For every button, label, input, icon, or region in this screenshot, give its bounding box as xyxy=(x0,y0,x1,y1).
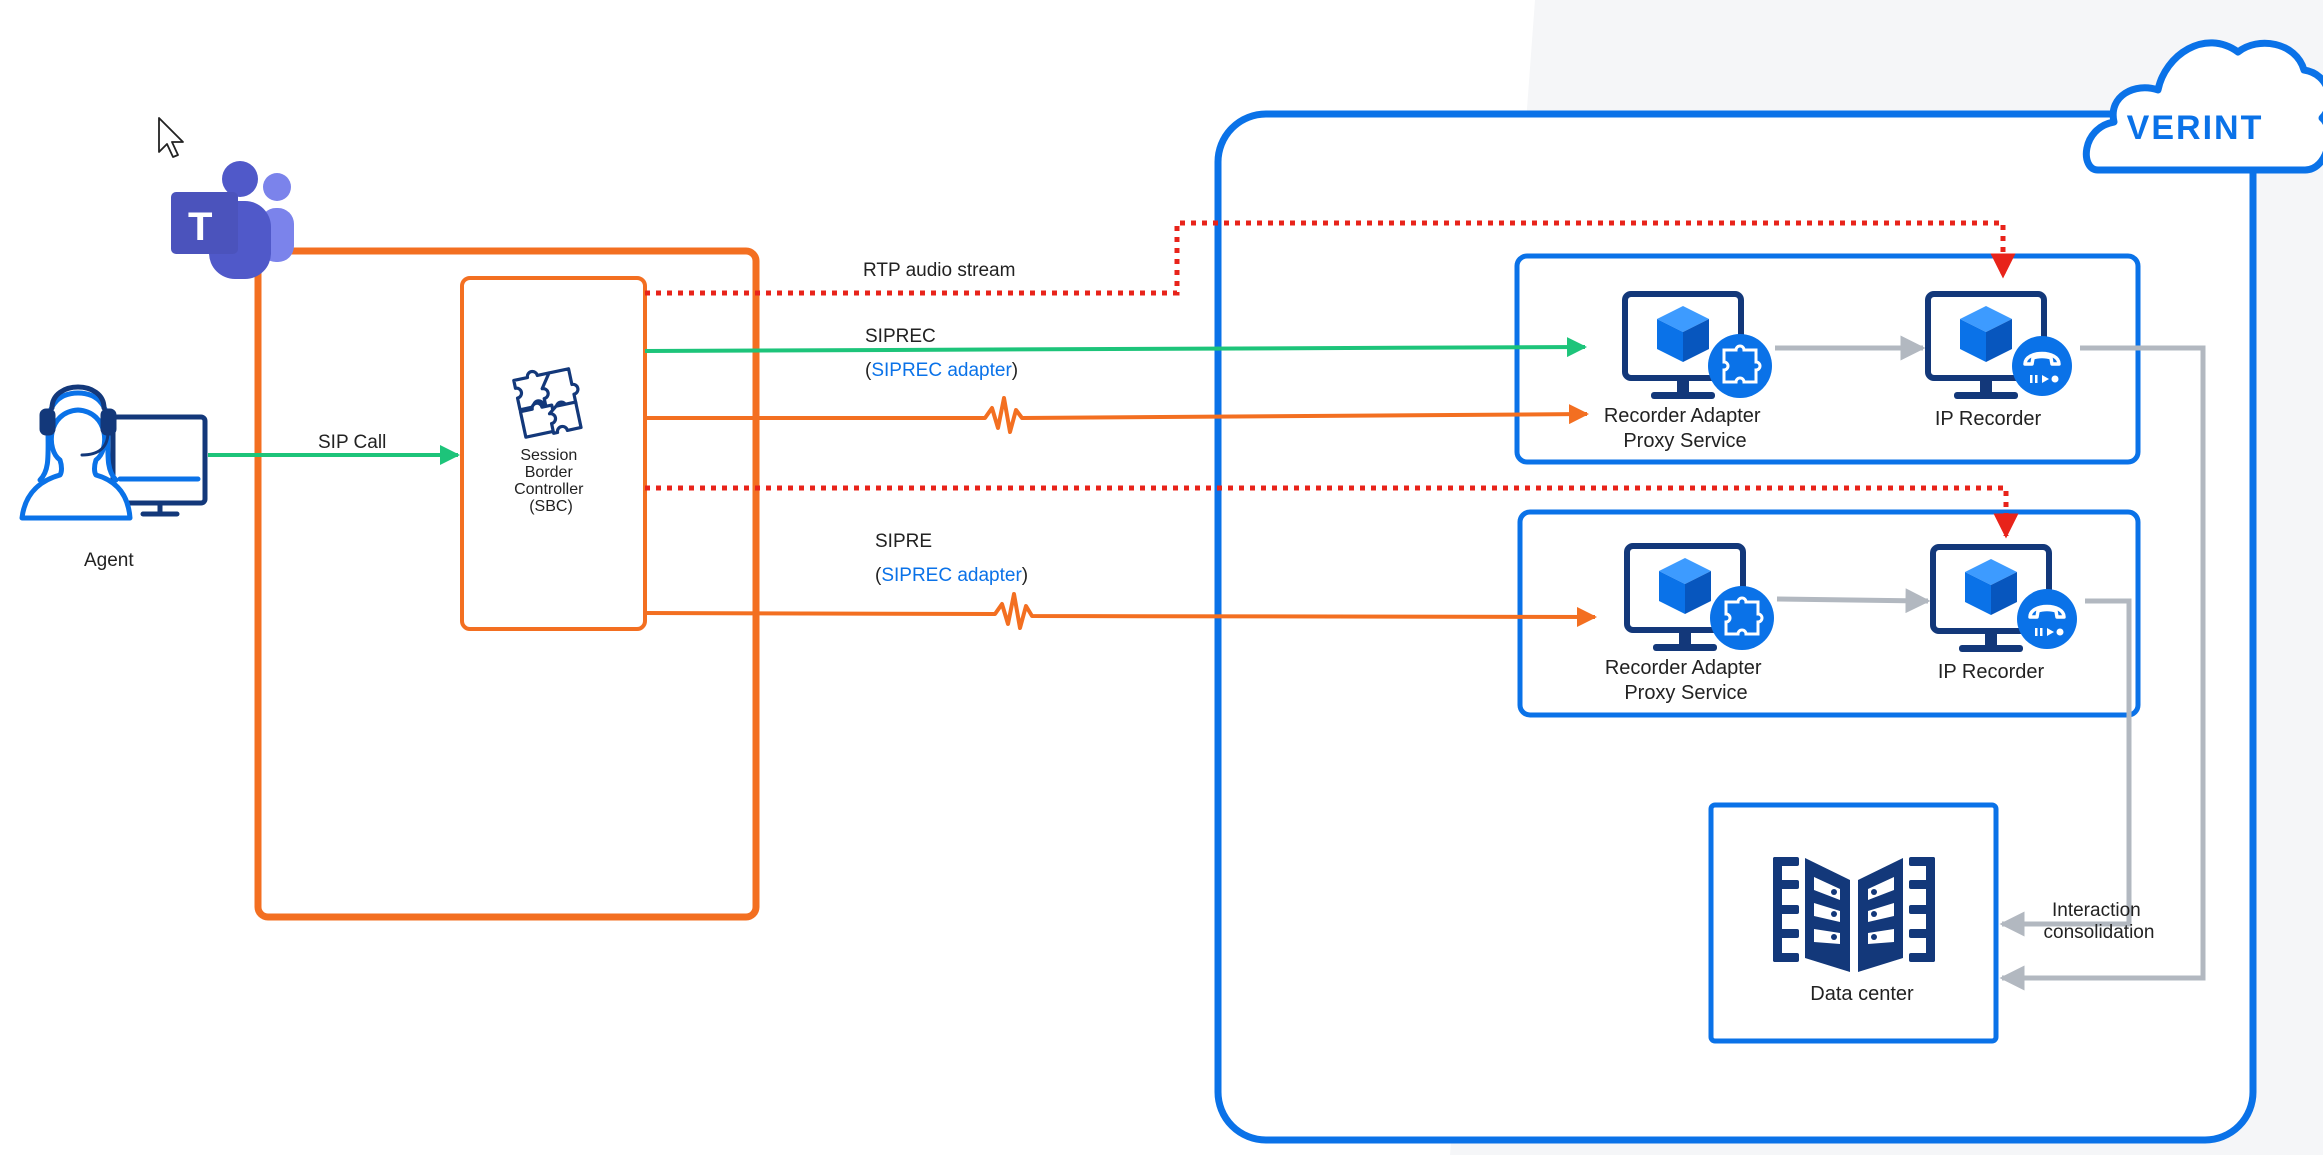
rtp-stream-line-2 xyxy=(645,485,2019,539)
siprec-label-1: SIPREC xyxy=(865,326,936,347)
cursor-icon xyxy=(158,117,184,158)
sbc-box xyxy=(460,276,647,631)
phone-recorder-icon xyxy=(2015,587,2079,651)
consolidation-label: Interaction consolidation xyxy=(2044,900,2155,943)
rtp-stream-label: RTP audio stream xyxy=(863,260,1015,281)
sip-call-label: SIP Call xyxy=(318,432,386,453)
ip-recorder-label-1: IP Recorder xyxy=(1935,408,2042,430)
adapter-label-2: (SIPREC adapter) xyxy=(875,565,1028,586)
audio-line-2 xyxy=(644,592,1597,630)
audio-line-1 xyxy=(645,396,1589,434)
rtp-stream-line-1 xyxy=(645,220,2016,296)
flow-recorder1-to-datacenter xyxy=(1999,345,2206,991)
cloud-icon: VERINT xyxy=(2082,39,2323,174)
puzzle-badge-icon xyxy=(1706,332,1774,400)
puzzle-icon xyxy=(512,367,583,439)
teams-logo-icon: T xyxy=(171,161,294,279)
datacenter-label: Data center xyxy=(1810,983,1914,1005)
datacenter-box xyxy=(1708,802,1999,1044)
phone-recorder-icon xyxy=(2010,334,2074,398)
recorder-adapter-label-1: Recorder Adapter Proxy Service xyxy=(1604,405,1766,452)
ip-recorder-label-2: IP Recorder xyxy=(1938,661,2045,683)
sbc-label: Session Border Controller (SBC) xyxy=(514,447,588,515)
datacenter-icon xyxy=(1773,857,1935,972)
flow-adapter-to-recorder-2 xyxy=(1776,588,1931,614)
flow-recorder2-to-datacenter xyxy=(1999,598,2132,937)
adapter-label-1: (SIPREC adapter) xyxy=(865,360,1018,381)
siprec-label-2: SIPRE xyxy=(875,531,932,552)
siprec-line xyxy=(644,337,1587,358)
puzzle-badge-icon xyxy=(1708,584,1776,652)
teams-letter: T xyxy=(188,205,212,249)
recorder-adapter-label-2: Recorder Adapter Proxy Service xyxy=(1605,657,1767,704)
agent-icon xyxy=(19,384,208,521)
agent-label: Agent xyxy=(84,550,134,571)
verint-brand: VERINT xyxy=(2127,109,2264,147)
